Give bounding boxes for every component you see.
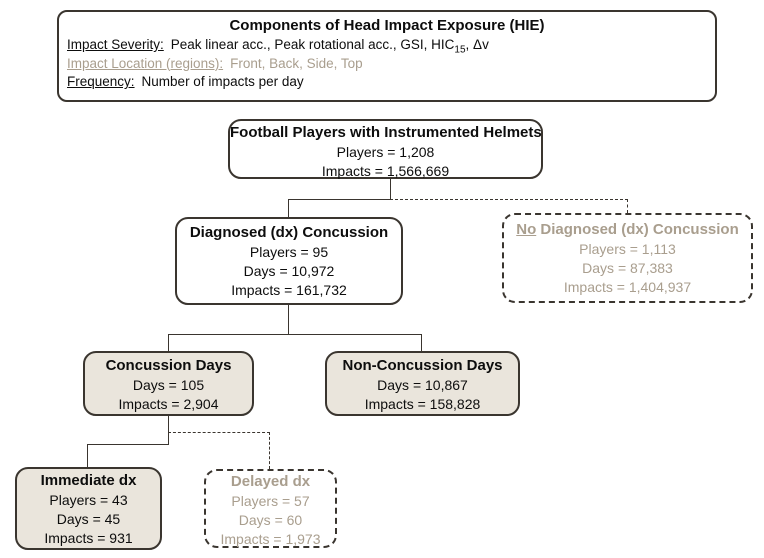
no-underlined: No — [516, 221, 537, 238]
frequency-label: Frequency: — [67, 74, 135, 89]
node-delayed-dx-players: Players = 57 — [231, 493, 310, 509]
legend-title: Components of Head Impact Exposure (HIE) — [229, 17, 545, 34]
connector-immediate-dx-drop — [87, 444, 88, 467]
node-concussion-days-days: Days = 105 — [132, 377, 205, 393]
node-no-diagnosed-impacts: Impacts = 1,404,937 — [563, 279, 692, 295]
impact-location-value: Front, Back, Side, Top — [230, 55, 363, 71]
node-non-concussion-days: Non-Concussion Days Days = 10,867 Impact… — [325, 351, 520, 416]
connector-non-concussion-drop — [421, 334, 422, 351]
connector-delayed-dx-horizontal — [168, 432, 270, 433]
node-diagnosed-impacts: Impacts = 161,732 — [231, 282, 347, 298]
connector-branch2 — [168, 334, 422, 335]
node-concussion-days: Concussion Days Days = 105 Impacts = 2,9… — [83, 351, 254, 416]
node-delayed-dx: Delayed dx Players = 57 Days = 60 Impact… — [204, 469, 337, 548]
frequency-value: Number of impacts per day — [141, 74, 304, 89]
connector-root-stem — [390, 179, 391, 200]
node-diagnosed-days: Days = 10,972 — [243, 263, 335, 279]
node-no-diagnosed-players: Players = 1,113 — [579, 241, 676, 257]
connector-delayed-dx-drop — [269, 432, 270, 469]
node-non-concussion-days-title: Non-Concussion Days — [342, 357, 503, 374]
node-football-players-impacts: Impacts = 1,566,669 — [321, 163, 450, 179]
connector-branch3 — [87, 444, 168, 445]
impact-severity-value: Peak linear acc., Peak rotational acc., … — [170, 37, 489, 55]
hie-components-legend-box: Components of Head Impact Exposure (HIE)… — [57, 10, 717, 102]
connector-diagnosed-stem — [288, 305, 289, 335]
connector-concussion-days-drop — [168, 334, 169, 351]
node-no-diagnosed-title: No Diagnosed (dx) Concussion — [504, 220, 751, 240]
node-football-players-title: Football Players with Instrumented Helme… — [230, 124, 542, 141]
impact-severity-value-post: , Δv — [465, 37, 489, 52]
node-diagnosed-title: Diagnosed (dx) Concussion — [189, 224, 389, 241]
node-diagnosed-players: Players = 95 — [249, 244, 329, 260]
node-immediate-dx: Immediate dx Players = 43 Days = 45 Impa… — [15, 467, 162, 550]
node-diagnosed-concussion: Diagnosed (dx) Concussion Players = 95 D… — [175, 217, 403, 305]
legend-row-frequency: Frequency: Number of impacts per day — [67, 73, 707, 92]
node-immediate-dx-players: Players = 43 — [49, 492, 128, 508]
node-football-players-players: Players = 1,208 — [336, 144, 435, 160]
impact-severity-value-pre: Peak linear acc., Peak rotational acc., … — [170, 37, 455, 52]
node-football-players: Football Players with Instrumented Helme… — [228, 119, 543, 179]
node-non-concussion-days-impacts: Impacts = 158,828 — [364, 396, 481, 412]
connector-concussion-days-stem — [168, 416, 169, 445]
connector-branch1-dashed — [390, 199, 628, 200]
node-immediate-dx-title: Immediate dx — [40, 472, 137, 489]
impact-location-label: Impact Location (regions): — [67, 55, 224, 71]
connector-diagnosed-drop — [288, 199, 289, 217]
hic-subscript: 15 — [454, 44, 466, 56]
node-no-diagnosed-days: Days = 87,383 — [582, 260, 673, 276]
node-delayed-dx-title: Delayed dx — [230, 473, 311, 490]
node-concussion-days-impacts: Impacts = 2,904 — [118, 396, 219, 412]
connector-no-diagnosed-drop — [627, 199, 628, 213]
no-diagnosed-title-rest: Diagnosed (dx) Concussion — [536, 221, 739, 238]
impact-severity-label: Impact Severity: — [67, 37, 164, 52]
node-concussion-days-title: Concussion Days — [105, 357, 232, 374]
node-non-concussion-days-days: Days = 10,867 — [377, 377, 468, 393]
node-immediate-dx-days: Days = 45 — [56, 511, 121, 527]
legend-row-impact-location: Impact Location (regions): Front, Back, S… — [67, 55, 707, 74]
node-immediate-dx-impacts: Impacts = 931 — [44, 530, 133, 546]
node-delayed-dx-days: Days = 60 — [238, 512, 303, 528]
node-no-diagnosed-concussion: No Diagnosed (dx) Concussion Players = 1… — [502, 213, 753, 303]
connector-branch1-solid — [288, 199, 390, 200]
legend-row-impact-severity: Impact Severity: Peak linear acc., Peak r… — [67, 36, 707, 55]
node-delayed-dx-impacts: Impacts = 1,973 — [220, 531, 321, 547]
